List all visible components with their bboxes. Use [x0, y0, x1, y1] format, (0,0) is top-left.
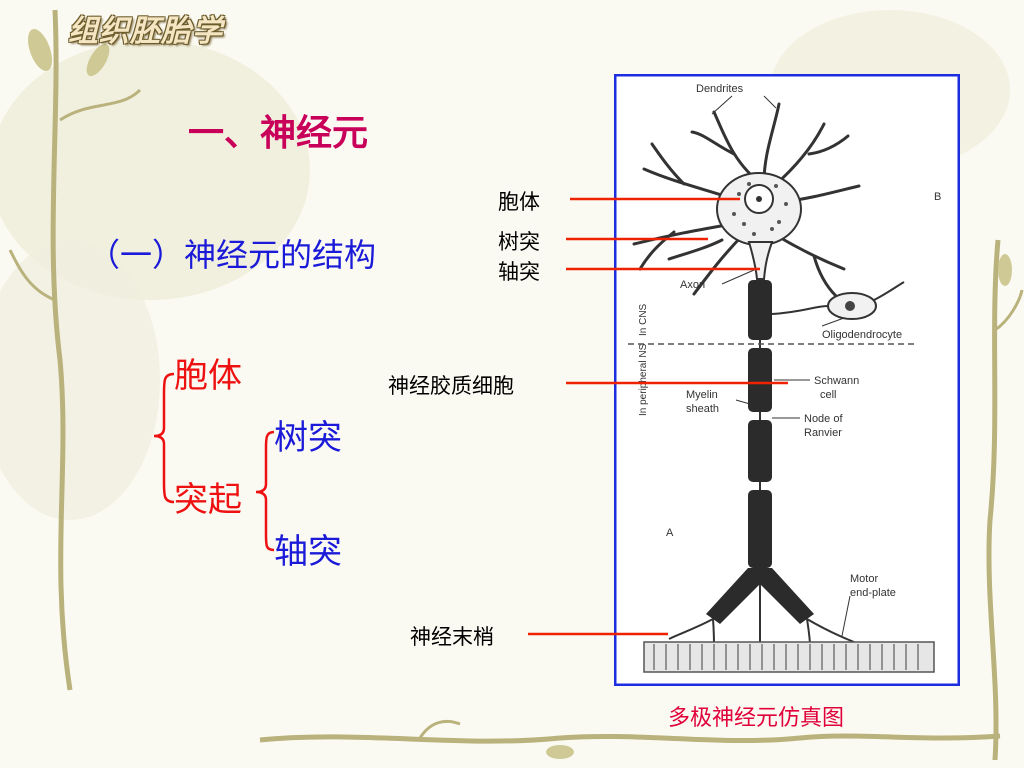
tree-item-dendrite: 树突	[274, 418, 342, 458]
label-leaders	[711, 95, 851, 637]
course-title: 组织胚胎学	[68, 14, 223, 49]
label-node-2: Ranvier	[804, 427, 842, 439]
terminal-myelin	[706, 568, 814, 624]
nucleolus	[756, 196, 762, 202]
tree-item-soma: 胞体	[174, 356, 242, 396]
callout-axon: 轴突	[498, 260, 540, 284]
label-schwann-2: cell	[820, 389, 837, 401]
label-in-peripheral: In peripheral NS	[638, 343, 649, 416]
neuron-figure: Dendrites B Axon Oligodendrocyte In peri…	[614, 74, 960, 686]
callout-glia: 神经胶质细胞	[388, 374, 514, 398]
label-oligodendrocyte: Oligodendrocyte	[822, 329, 902, 341]
tree-item-process: 突起	[174, 480, 242, 520]
label-node-1: Node of	[804, 413, 843, 425]
inner-brace	[255, 430, 275, 552]
label-a: A	[666, 527, 674, 539]
section-subtitle: （一）神经元的结构	[88, 236, 377, 274]
label-axon: Axon	[680, 279, 705, 291]
label-myelin-1: Myelin	[686, 389, 718, 401]
label-b: B	[934, 191, 941, 203]
callout-soma: 胞体	[498, 190, 540, 214]
figure-caption: 多极神经元仿真图	[668, 706, 845, 731]
axon-hillock	[747, 241, 774, 280]
callout-dendrite: 树突	[498, 230, 540, 254]
label-motor-1: Motor	[850, 573, 878, 585]
label-motor-2: end-plate	[850, 587, 896, 599]
myelin-segments	[748, 280, 772, 568]
label-dendrites: Dendrites	[696, 83, 744, 95]
callout-terminal: 神经末梢	[410, 625, 494, 649]
label-in-cns: In CNS	[638, 303, 649, 336]
label-myelin-2: sheath	[686, 403, 719, 415]
nissl-bodies	[732, 182, 788, 236]
outer-brace	[153, 372, 175, 504]
slide-title: 一、神经元	[188, 113, 369, 154]
muscle-striations	[653, 644, 919, 670]
muscle-fiber	[643, 641, 935, 673]
label-schwann-1: Schwann	[814, 375, 859, 387]
tree-item-axon: 轴突	[274, 532, 342, 572]
